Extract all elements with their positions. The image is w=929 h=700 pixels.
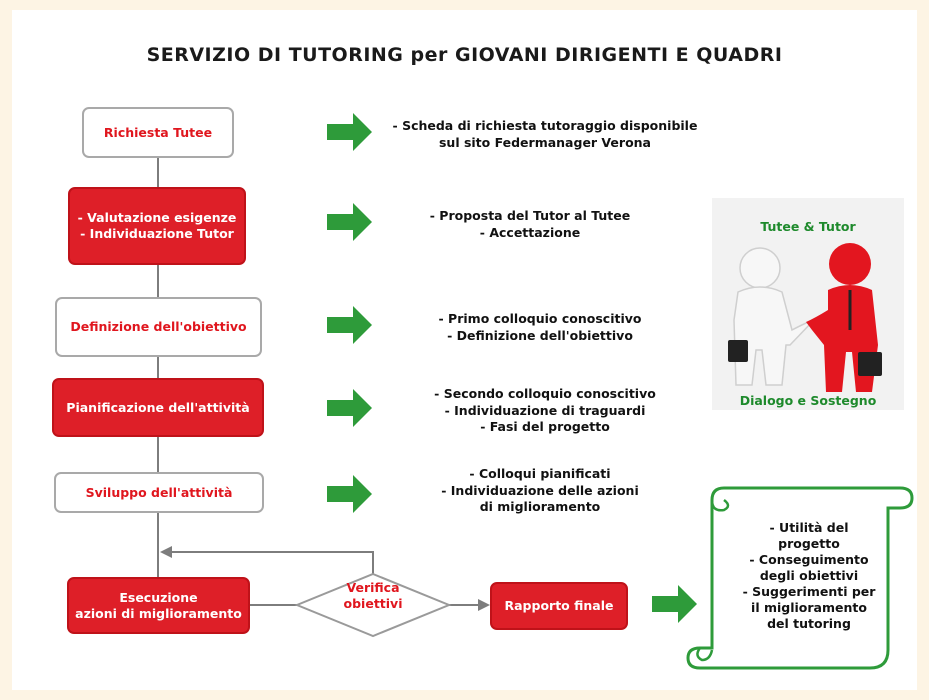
outcomes-scroll — [686, 486, 914, 670]
desc-line: di miglioramento — [479, 499, 601, 514]
desc-line: - Accettazione — [479, 224, 581, 240]
step-label: Richiesta Tutee — [103, 124, 213, 140]
outcome-line: progetto — [778, 536, 840, 551]
step-esecuzione-azioni: Esecuzione azioni di miglioramento — [67, 577, 250, 634]
step-label: Rapporto finale — [504, 598, 614, 614]
outcome-line: del tutoring — [767, 616, 851, 631]
desc-line: - Proposta del Tutor al Tutee — [429, 208, 631, 223]
report-arrowhead — [478, 599, 490, 611]
desc-line: - Scheda di richiesta tutoraggio disponi… — [392, 118, 698, 133]
outcome-line: - Conseguimento — [749, 552, 869, 567]
desc-line: - Individuazione di traguardi — [444, 402, 646, 418]
desc-line: - Fasi del progetto — [480, 419, 610, 434]
green-arrows — [327, 113, 697, 623]
verify-label: Verifica obiettivi — [328, 580, 418, 611]
handshake-illustration — [712, 198, 904, 410]
arrow-right-icon — [327, 306, 372, 344]
connector-lines — [157, 158, 487, 606]
step-label-line: Esecuzione — [119, 589, 198, 605]
step-sviluppo-attivita: Sviluppo dell'attività — [54, 472, 264, 513]
step-label-line: - Individuazione Tutor — [80, 226, 234, 241]
desc-line: - Secondo colloquio conoscitivo — [434, 386, 656, 401]
image-label-bottom: Dialogo e Sostegno — [739, 393, 877, 408]
desc-richiesta: - Scheda di richiesta tutoraggio disponi… — [380, 118, 710, 151]
desc-pianificazione: - Secondo colloquio conoscitivo - Indivi… — [420, 386, 670, 436]
outcomes-text: - Utilità del progetto - Conseguimento d… — [734, 520, 884, 632]
arrow-right-icon — [327, 389, 372, 427]
outcome-line: il miglioramento — [751, 600, 867, 615]
desc-line: - Definizione dell'obiettivo — [447, 327, 633, 343]
verify-diamond — [294, 572, 452, 638]
arrow-right-icon — [652, 585, 697, 623]
step-richiesta-tutee: Richiesta Tutee — [82, 107, 234, 158]
arrow-right-icon — [327, 475, 372, 513]
verify-label-line: Verifica — [346, 580, 400, 595]
verify-label-line: obiettivi — [343, 595, 403, 611]
desc-line: - Primo colloquio conoscitivo — [438, 311, 642, 326]
desc-sviluppo: - Colloqui pianificati - Individuazione … — [420, 466, 660, 516]
arrow-right-icon — [327, 113, 372, 151]
step-label: Definizione dell'obiettivo — [70, 319, 247, 335]
outcome-line: - Suggerimenti per — [742, 584, 876, 599]
diagram-title: SERVIZIO DI TUTORING per GIOVANI DIRIGEN… — [146, 44, 783, 66]
desc-valutazione: - Proposta del Tutor al Tutee - Accettaz… — [400, 208, 660, 241]
step-rapporto-finale: Rapporto finale — [490, 582, 628, 630]
feedback-arrowhead — [160, 546, 172, 558]
step-label-line: azioni di miglioramento — [75, 605, 242, 621]
image-label-top: Tutee & Tutor — [760, 219, 856, 234]
desc-definizione: - Primo colloquio conoscitivo - Definizi… — [420, 311, 660, 344]
desc-line: sul sito Federmanager Verona — [438, 134, 651, 150]
step-label: Sviluppo dell'attività — [85, 484, 233, 500]
step-pianificazione-attivita: Pianificazione dell'attività — [52, 378, 264, 437]
desc-line: - Colloqui pianificati — [469, 466, 611, 481]
step-label: Pianificazione dell'attività — [66, 399, 250, 415]
outcome-line: degli obiettivi — [759, 568, 859, 583]
step-definizione-obiettivo: Definizione dell'obiettivo — [55, 297, 262, 357]
outcome-line: - Utilità del — [769, 520, 849, 535]
step-label-line: - Valutazione esigenze — [77, 210, 237, 226]
step-valutazione-individuazione: - Valutazione esigenze - Individuazione … — [68, 187, 246, 265]
arrow-right-icon — [327, 203, 372, 241]
desc-line: - Individuazione delle azioni — [441, 482, 639, 498]
